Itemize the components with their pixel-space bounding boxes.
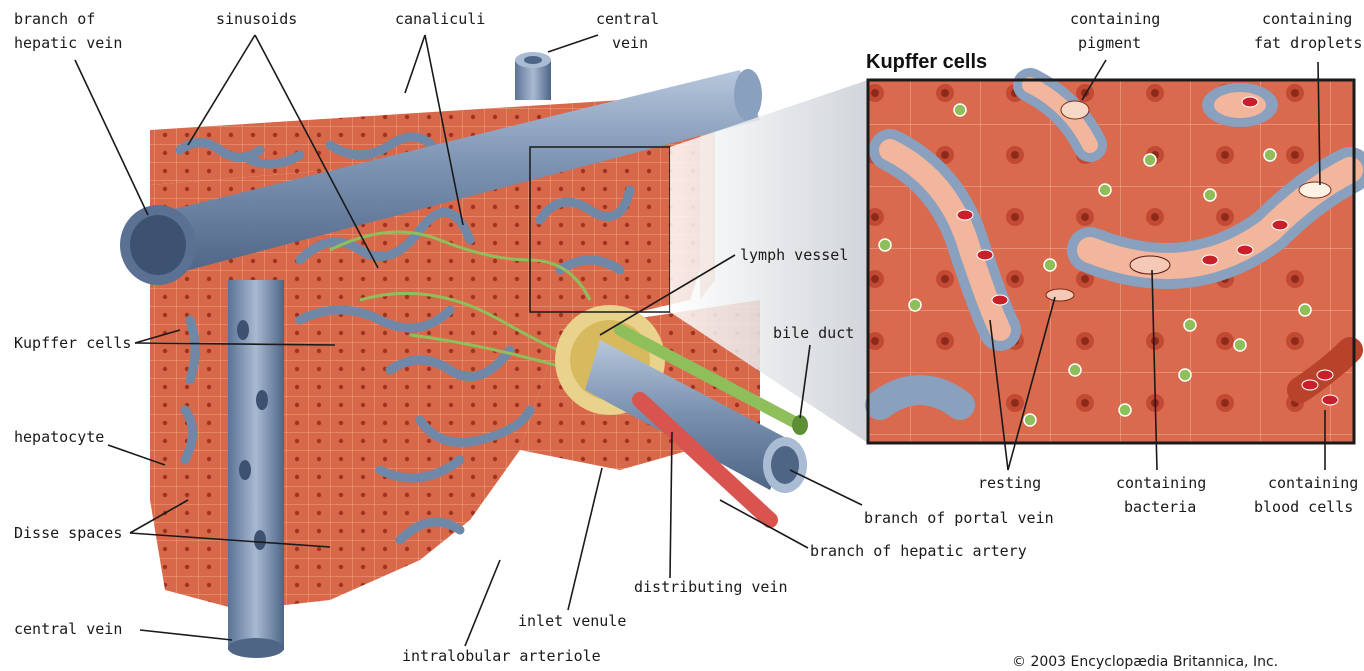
label-central-vein-top-2: vein	[612, 34, 648, 52]
label-containing-blood-1: containing	[1268, 474, 1358, 492]
label-sinusoids: sinusoids	[216, 10, 297, 28]
kupffer-inset	[868, 80, 1354, 443]
label-containing-fat-2: fat droplets	[1254, 34, 1362, 52]
label-containing-pigment-1: containing	[1070, 10, 1160, 28]
label-resting: resting	[978, 474, 1041, 492]
label-hepatocyte: hepatocyte	[14, 428, 104, 446]
label-central-vein-top-1: central	[596, 10, 659, 28]
label-branch-hepatic-vein-1: branch of	[14, 10, 95, 28]
label-intralobular-arteriole: intralobular arteriole	[402, 647, 601, 665]
label-containing-bacteria-2: bacteria	[1124, 498, 1196, 516]
label-bile-duct: bile duct	[773, 324, 854, 342]
label-containing-bacteria-1: containing	[1116, 474, 1206, 492]
label-branch-portal-vein: branch of portal vein	[864, 509, 1054, 527]
central-vein-vertical	[228, 280, 284, 658]
label-kupffer-cells: Kupffer cells	[14, 334, 131, 352]
label-containing-pigment-2: pigment	[1078, 34, 1141, 52]
copyright: © 2003 Encyclopædia Britannica, Inc.	[1012, 654, 1278, 670]
label-canaliculi: canaliculi	[395, 10, 485, 28]
inset-title: Kupffer cells	[866, 51, 987, 73]
label-central-vein-bottom: central vein	[14, 620, 122, 638]
label-branch-hepatic-artery: branch of hepatic artery	[810, 542, 1027, 560]
label-disse-spaces: Disse spaces	[14, 524, 122, 542]
label-lymph-vessel: lymph vessel	[740, 246, 848, 264]
label-containing-fat-1: containing	[1262, 10, 1352, 28]
label-distributing-vein: distributing vein	[634, 578, 788, 596]
label-branch-hepatic-vein-2: hepatic vein	[14, 34, 122, 52]
label-inlet-venule: inlet venule	[518, 612, 626, 630]
label-containing-blood-2: blood cells	[1254, 498, 1353, 516]
